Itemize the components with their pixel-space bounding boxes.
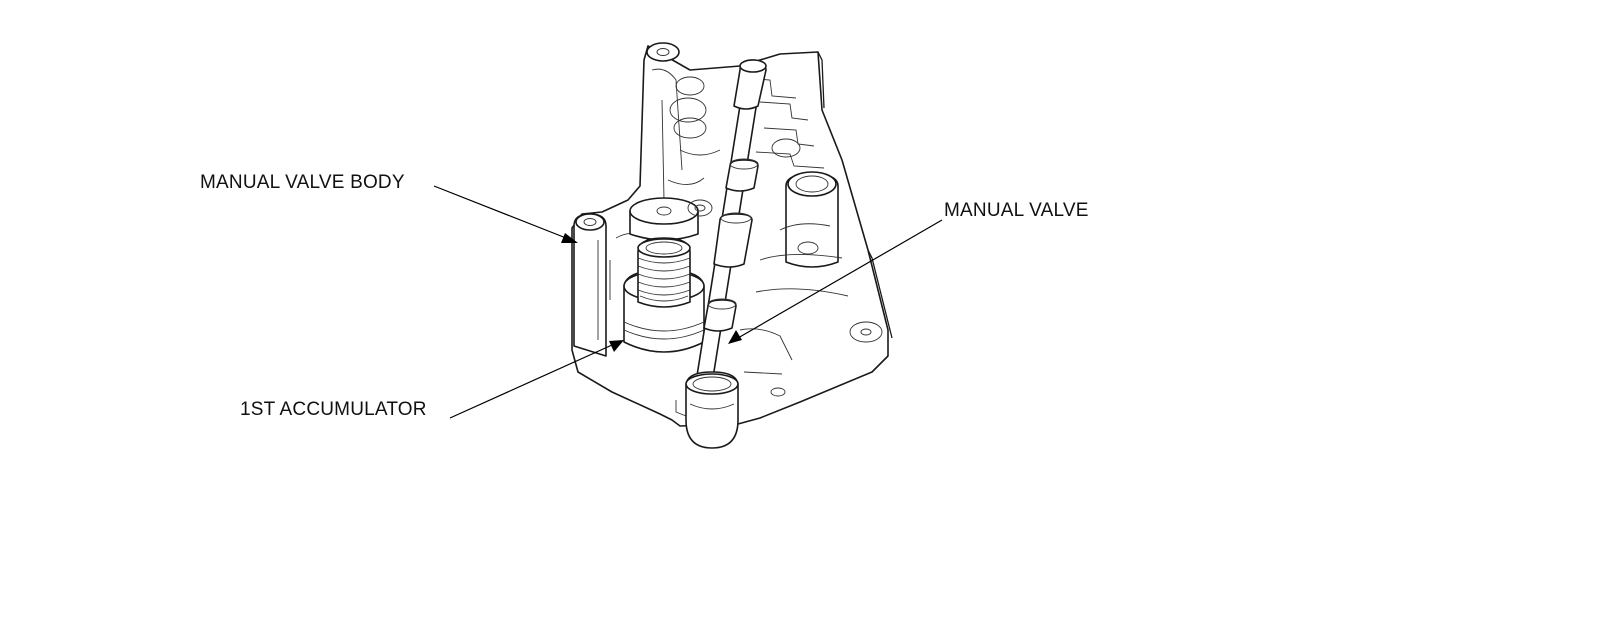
first-accumulator-label: 1ST ACCUMULATOR bbox=[240, 399, 427, 420]
leader-manual-valve bbox=[728, 219, 943, 344]
manual-valve-spool bbox=[685, 59, 767, 449]
manual-valve-label: MANUAL VALVE bbox=[944, 200, 1089, 221]
leader-first-accumulator bbox=[449, 340, 624, 419]
manual-valve-body-label: MANUAL VALVE BODY bbox=[200, 172, 405, 193]
first-accumulator bbox=[623, 237, 705, 353]
leader-manual-valve-body bbox=[433, 185, 578, 243]
